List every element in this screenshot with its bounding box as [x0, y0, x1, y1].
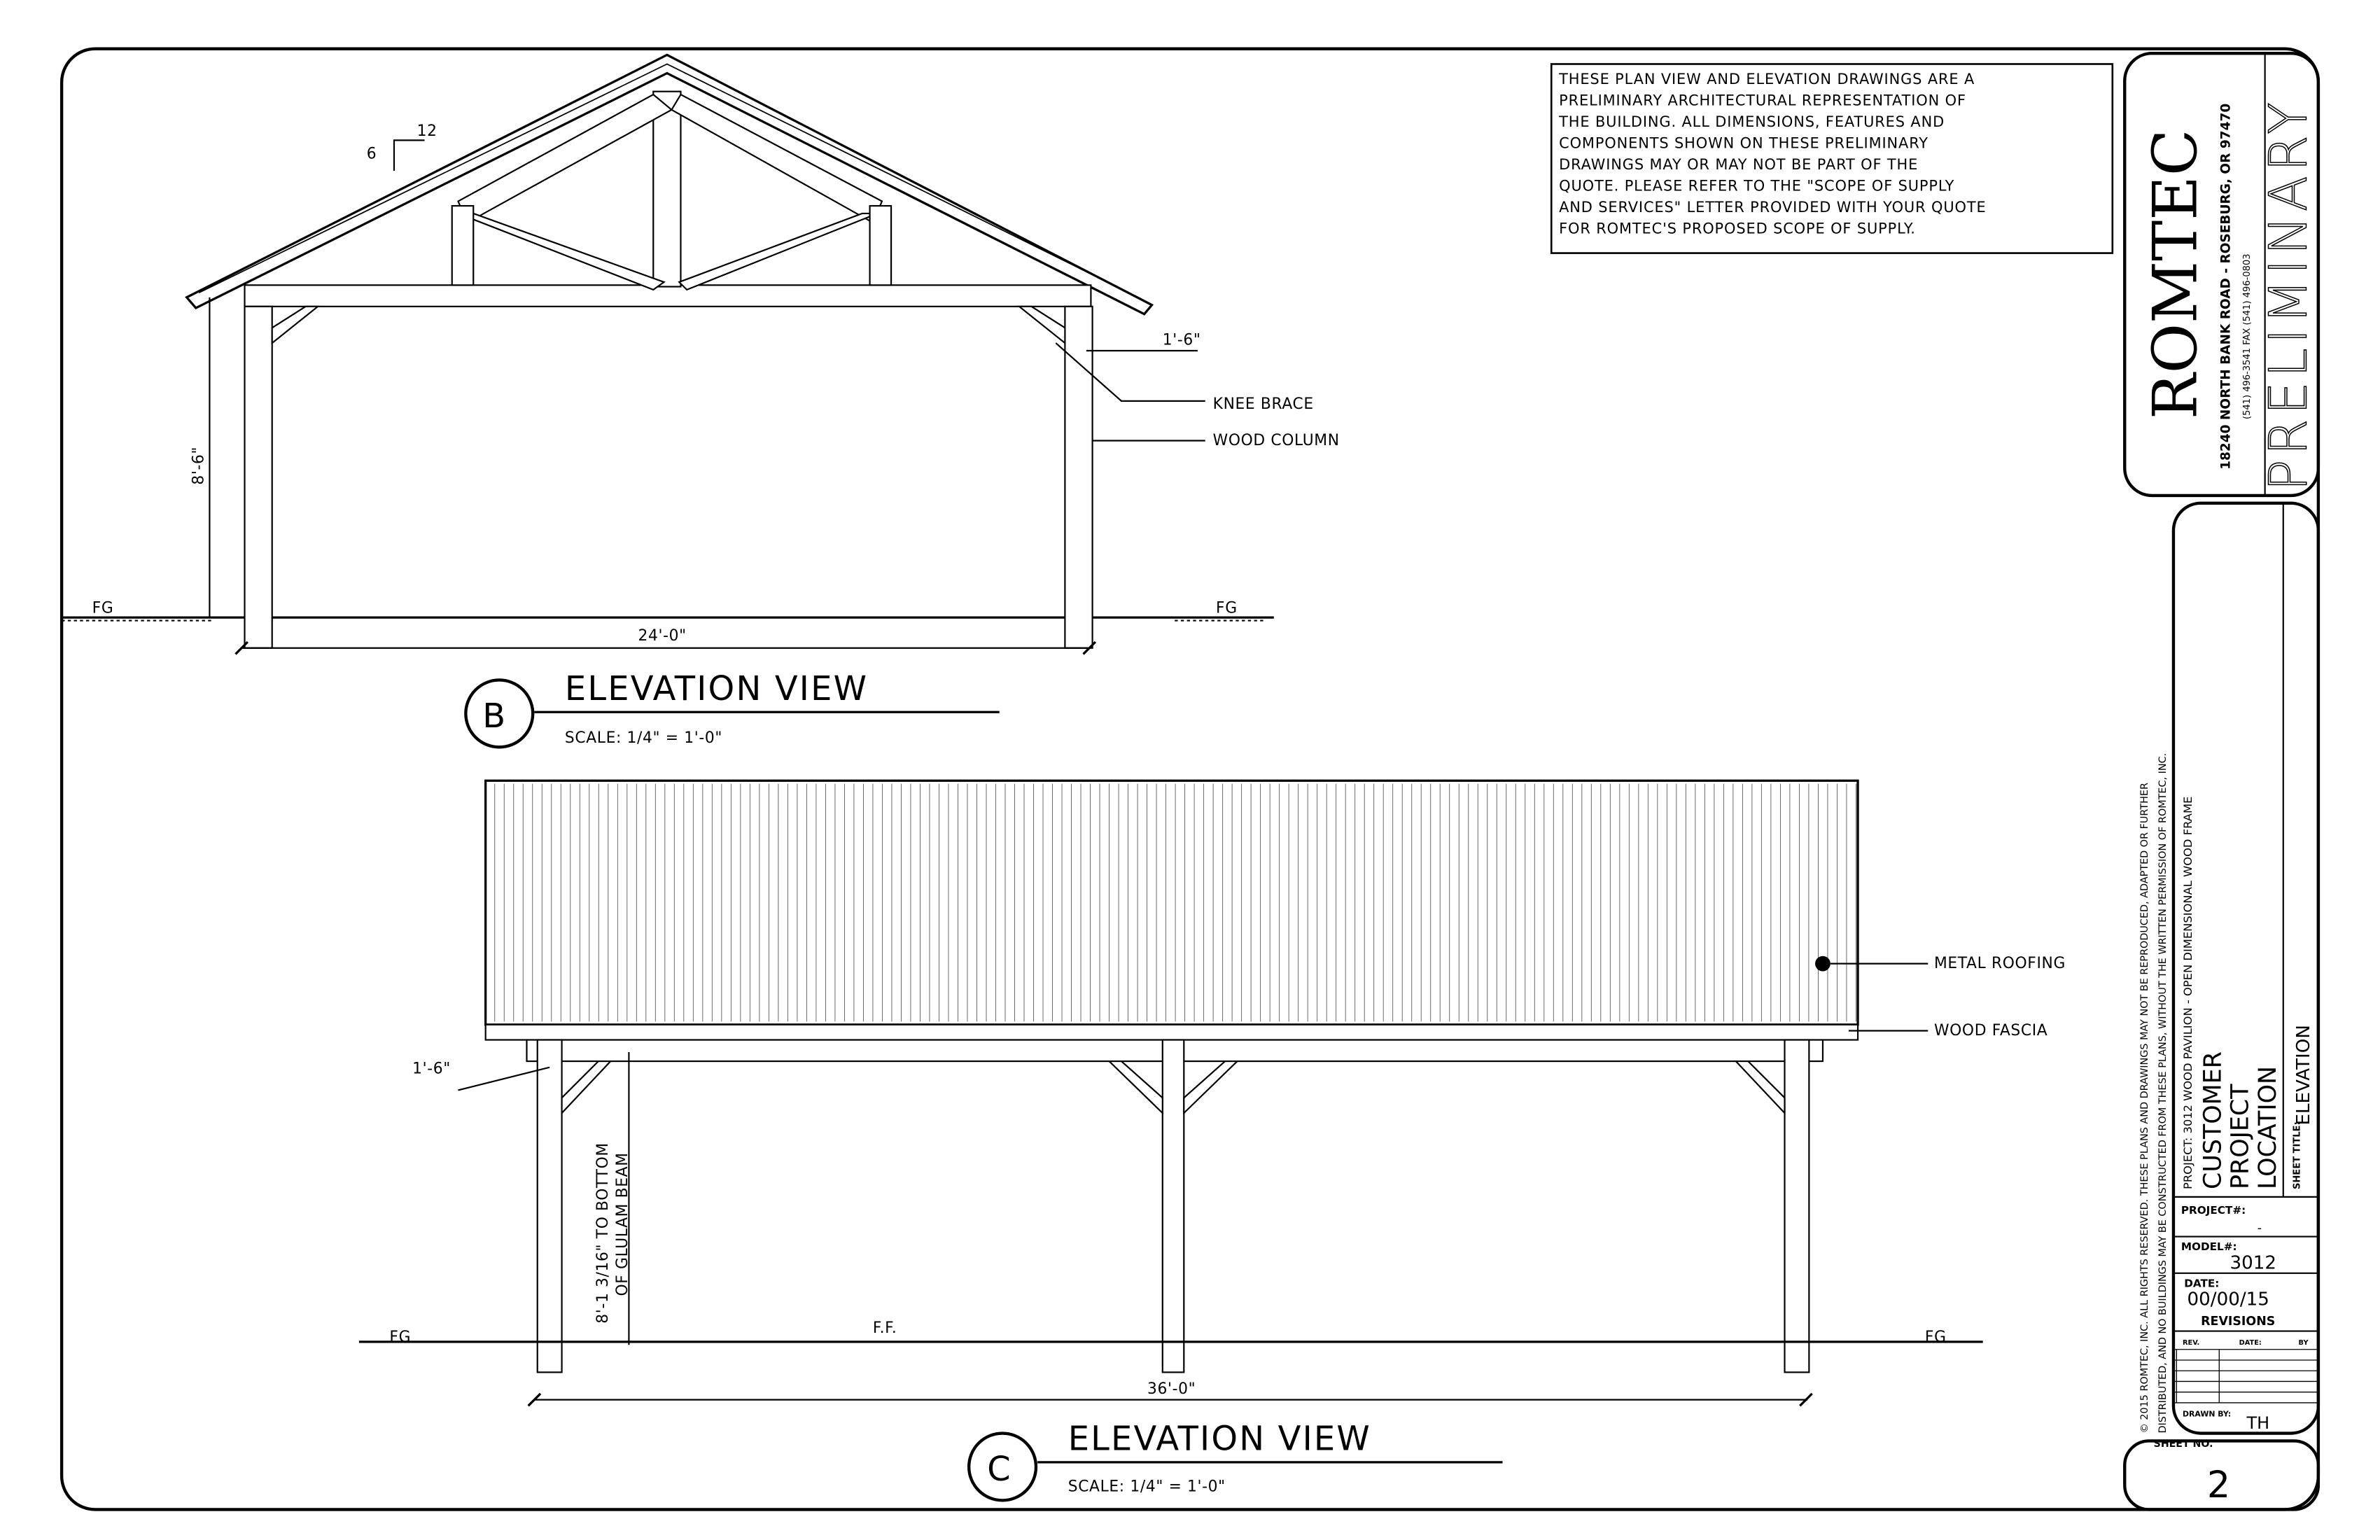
view-title: ELEVATION VIEW — [1068, 1420, 1371, 1458]
knee-braces — [271, 305, 1066, 345]
view-marker-b — [464, 678, 535, 749]
title-block: ROMTEC 18240 NORTH BANK ROAD - ROSEBURG,… — [2123, 52, 2320, 1511]
project-description: PROJECT: 3012 WOOD PAVILION - OPEN DIMEN… — [2181, 797, 2194, 1189]
note-line: DRAWINGS MAY OR MAY NOT BE PART OF THE — [1559, 156, 1918, 173]
view-title: ELEVATION VIEW — [565, 670, 868, 708]
company-phone: (541) 496-3541 FAX (541) 496-0803 — [2242, 253, 2253, 419]
view-letter: B — [482, 697, 507, 736]
width-dim: 24'-0" — [638, 627, 686, 645]
pitch-symbol — [393, 139, 425, 171]
company-address: 18240 NORTH BANK ROAD - ROSEBURG, OR 974… — [2219, 104, 2234, 470]
model-label: MODEL#: — [2181, 1240, 2237, 1253]
date-value: 00/00/15 — [2188, 1289, 2269, 1310]
ff-label: F.F. — [873, 1320, 897, 1337]
metal-roofing-label: METAL ROOFING — [1934, 955, 2066, 972]
project-name: PROJECT — [2227, 1084, 2255, 1189]
wood-fascia — [484, 1023, 1859, 1041]
sheet-title: ELEVATION — [2293, 1025, 2314, 1125]
note-line: THE BUILDING. ALL DIMENSIONS, FEATURES A… — [1558, 113, 1945, 130]
customer-name: CUSTOMER — [2199, 1051, 2227, 1189]
overhang-dim: 1'-6" — [1163, 331, 1201, 349]
wood-column-left — [244, 305, 273, 649]
sheet-border — [59, 47, 2320, 1511]
sheet-title-label: SHEET TITLE: — [2292, 1121, 2303, 1189]
fg-label: FG — [92, 600, 114, 617]
project-location: LOCATION — [2254, 1066, 2282, 1189]
view-letter: C — [987, 1450, 1012, 1489]
column — [536, 1039, 563, 1373]
view-marker-c — [967, 1432, 1038, 1502]
elevation-b-drawing: 8'-6" 24'-0" 6 12 1'-6" KNEE BRACE WOOD … — [62, 53, 1340, 749]
preliminary-notes: THESE PLAN VIEW AND ELEVATION DRAWINGS A… — [1550, 63, 2114, 254]
date-column: DATE: — [2239, 1339, 2262, 1347]
preliminary-stamp: PRELIMINARY — [2258, 98, 2318, 491]
column — [1161, 1039, 1185, 1373]
project-box — [2171, 501, 2320, 1435]
roof-profile — [185, 53, 1154, 316]
height-dim: OF GLULAM BEAM — [614, 1152, 631, 1296]
metal-roof-panel — [484, 779, 1859, 1026]
roof-ribs — [494, 783, 1856, 1022]
logo-box — [2123, 52, 2320, 498]
fg-label: FG — [389, 1329, 411, 1346]
wood-column-label: WOOD COLUMN — [1213, 432, 1340, 449]
note-line: QUOTE. PLEASE REFER TO THE "SCOPE OF SUP… — [1559, 177, 1954, 194]
project-no: - — [2258, 1222, 2262, 1236]
note-line: PRELIMINARY ARCHITECTURAL REPRESENTATION… — [1559, 92, 1966, 108]
note-line: AND SERVICES" LETTER PROVIDED WITH YOUR … — [1559, 199, 1986, 216]
elevation-c-drawing: 36'-0" 8'-1 3/16" TO BOTTOM OF GLULAM BE… — [358, 779, 2066, 1502]
company-logo: ROMTEC — [2140, 129, 2211, 419]
sheet-no: 2 — [2207, 1464, 2230, 1506]
rev-column: REV. — [2183, 1339, 2199, 1347]
height-dim: 8'-6" — [190, 447, 208, 485]
view-scale: SCALE: 1/4" = 1'-0" — [1068, 1478, 1226, 1495]
revisions-header: REVISIONS — [2201, 1315, 2275, 1329]
copyright-text: DISTRIBUTED, AND NO BUILDINGS MAY BE CON… — [2157, 753, 2169, 1434]
view-scale: SCALE: 1/4" = 1'-0" — [565, 729, 722, 747]
wood-column-right — [1064, 305, 1093, 649]
width-dim: 36'-0" — [1147, 1380, 1196, 1398]
sheet-no-box — [2123, 1439, 2320, 1511]
note-line: FOR ROMTEC'S PROPOSED SCOPE OF SUPPLY. — [1559, 220, 1916, 237]
drawn-by: TH — [2246, 1413, 2270, 1433]
drawn-by-label: DRAWN BY: — [2183, 1410, 2231, 1419]
knee-braces — [561, 1060, 1786, 1115]
pitch-run: 12 — [417, 122, 438, 140]
sheet-no-label: SHEET NO. — [2154, 1438, 2213, 1450]
revisions-table — [2173, 1349, 2318, 1404]
truss-king-post — [652, 90, 682, 288]
note-line: THESE PLAN VIEW AND ELEVATION DRAWINGS A… — [1558, 71, 1975, 88]
project-no-label: PROJECT#: — [2181, 1204, 2246, 1217]
note-line: COMPONENTS SHOWN ON THESE PRELIMINARY — [1559, 134, 1928, 151]
pitch-rise: 6 — [367, 146, 377, 163]
fg-label: FG — [1925, 1329, 1947, 1346]
bottom-chord — [244, 284, 1092, 307]
overhang-dim: 1'-6" — [412, 1060, 451, 1077]
copyright-text: © 2015 ROMTEC, INC. ALL RIGHTS RESERVED.… — [2139, 783, 2150, 1434]
date-label: DATE: — [2184, 1277, 2219, 1289]
knee-brace-label: KNEE BRACE — [1213, 396, 1314, 413]
column — [1784, 1039, 1810, 1373]
wood-fascia-label: WOOD FASCIA — [1934, 1022, 2047, 1040]
height-dim: 8'-1 3/16" TO BOTTOM — [594, 1142, 612, 1323]
by-column: BY — [2299, 1339, 2309, 1347]
model-number: 3012 — [2230, 1252, 2277, 1273]
fg-label: FG — [1216, 600, 1238, 617]
